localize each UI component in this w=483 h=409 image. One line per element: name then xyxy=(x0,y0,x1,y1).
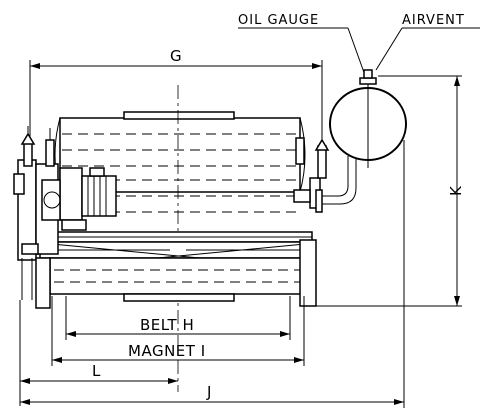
magnet-i-label: MAGNET I xyxy=(128,342,206,360)
dimension-l-label: L xyxy=(92,362,101,380)
dimension-j-label: J xyxy=(206,383,212,401)
airvent-leader xyxy=(375,27,480,71)
left-inner-bolt xyxy=(45,128,55,167)
oil-gauge-label: OIL GAUGE xyxy=(238,13,319,28)
dimension-j xyxy=(20,140,405,408)
dimension-k-label: K xyxy=(447,185,465,196)
airvent-label: AIRVENT xyxy=(402,13,465,28)
drive-motor xyxy=(41,167,117,231)
magnet-body xyxy=(49,257,307,302)
dimension-l xyxy=(19,300,178,406)
dimension-g xyxy=(29,60,323,140)
dimension-belt-h xyxy=(65,296,291,340)
right-inner-bolt xyxy=(295,126,305,165)
belt-h-label: BELT H xyxy=(140,316,194,334)
oil-pipe xyxy=(315,156,357,213)
dimension-g-label: G xyxy=(170,47,182,65)
left-tension-bolt xyxy=(20,126,36,167)
dimension-k xyxy=(316,75,462,307)
right-tension-bolt xyxy=(314,132,330,179)
right-frame xyxy=(293,177,321,307)
oil-gauge-leader xyxy=(238,27,367,79)
airvent-fitting xyxy=(359,69,377,85)
dimension-magnet-i xyxy=(51,296,305,366)
oil-conservator-tank xyxy=(329,76,407,168)
